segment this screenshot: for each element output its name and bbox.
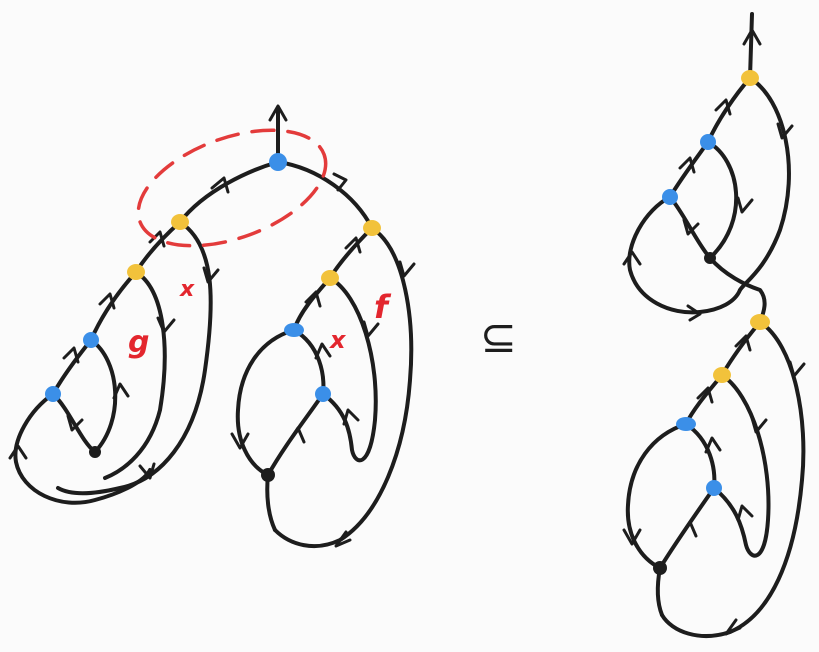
outer-x-loop: [56, 220, 213, 496]
lower-spine-1: [720, 320, 762, 377]
inner-loop-a: [89, 338, 118, 454]
blue-node-5: [315, 386, 331, 402]
upper-mid-loop: [706, 140, 739, 260]
arrow-inner-b: [66, 414, 84, 432]
arrow-top-arch-left: [210, 176, 230, 194]
subset-symbol: ⊆: [480, 312, 517, 363]
yellow-node-1: [171, 214, 189, 230]
lower-outer-arrow-bottom: [724, 618, 742, 636]
arrow-spine-2: [98, 292, 116, 310]
bottom-outer-loop: [13, 392, 152, 505]
lower-left-outer-arrow: [622, 528, 642, 546]
lower-mid-spine-arrow: [680, 520, 698, 538]
r-yellow-top: [741, 70, 759, 86]
left-diagram: g x x f: [8, 104, 416, 549]
arrow-g-loop: [156, 316, 176, 334]
upper-arrow-2: [678, 156, 696, 174]
blue-node-2: [83, 332, 99, 348]
mid-spine: [266, 392, 325, 477]
x-loop-mid: [321, 276, 378, 463]
yellow-node-3: [363, 220, 381, 236]
dashed-selection: [136, 128, 328, 248]
arrow-f-loop: [398, 260, 416, 278]
arrow-f-bottom: [334, 530, 352, 548]
blue-node-4: [284, 323, 304, 337]
lower-mid-arrow-2: [736, 504, 754, 522]
top-arch-left: [178, 160, 280, 224]
label-x-middle: x: [329, 326, 347, 354]
lower-left-outer: [625, 422, 688, 570]
r-yellow-2: [750, 314, 770, 330]
arrow-right-spine-1: [344, 236, 362, 254]
r-blue-1: [700, 134, 716, 150]
lower-mid-arrow: [750, 416, 768, 434]
r-blue-4: [706, 480, 722, 496]
label-f: f: [374, 288, 392, 326]
arrow-right-spine-2: [304, 290, 322, 308]
blue-node-3: [45, 386, 61, 402]
g-loop: [103, 270, 167, 480]
upper-outer-loop: [738, 76, 791, 292]
lower-left-inner-arrow: [704, 436, 722, 454]
arrow-bottom-right: [138, 462, 156, 480]
r-yellow-3: [713, 367, 731, 383]
black-node-right: [261, 468, 275, 482]
right-spine-1: [328, 226, 374, 280]
lower-mid-loop: [712, 373, 771, 558]
arrow-x-loop-mid-2: [342, 408, 360, 426]
top-arch-right: [276, 160, 374, 230]
arrow-spine-3: [62, 346, 80, 364]
lower-arrow-1: [734, 334, 752, 352]
inner-right-loop: [292, 328, 326, 396]
upper-arrow-1: [714, 98, 732, 116]
arrow-top-arch-right: [332, 172, 348, 192]
bottom-right-wire: [265, 473, 277, 532]
blue-node-top: [269, 153, 287, 171]
arrow-bottom-left: [8, 444, 28, 460]
arrow-inner-right-loop: [314, 342, 332, 360]
lower-outer-arrow: [788, 360, 806, 378]
right-top-output-wire: [748, 12, 754, 80]
lower-spine-2: [684, 373, 724, 426]
label-x-left: x: [179, 277, 195, 302]
f-loop: [273, 226, 414, 549]
r-black-upper: [704, 252, 716, 264]
upper-mid-arrow: [736, 196, 754, 214]
lower-bottom-wire: [655, 566, 664, 617]
upper-bottom-loop: [627, 195, 742, 315]
arrow-mid-spine: [288, 426, 306, 444]
arrow-inner-a: [112, 382, 130, 400]
lower-left-inner: [684, 422, 717, 490]
upper-bottom-arrow-left: [622, 250, 642, 266]
r-blue-2: [662, 189, 678, 205]
arrow-outer-right-loop: [230, 432, 250, 450]
yellow-node-4: [321, 270, 339, 286]
right-arrow-up: [742, 28, 762, 46]
right-spine-2: [292, 276, 332, 332]
inner-loop-b: [51, 392, 97, 454]
lower-outer-loop: [660, 320, 806, 638]
arrow-x-loop-mid: [362, 320, 380, 338]
upper-inner-loop: [668, 195, 712, 260]
upper-outer-arrow: [776, 122, 794, 140]
arrow-outer-x: [202, 266, 220, 284]
lower-arrow-2: [696, 386, 714, 404]
upper-spine-2: [668, 140, 710, 199]
black-node-left: [89, 446, 101, 458]
connector-wire: [708, 256, 767, 324]
right-diagram: [622, 12, 806, 638]
r-black-lower: [653, 561, 667, 575]
upper-inner-arrow: [682, 218, 700, 236]
label-g: g: [128, 325, 149, 360]
outer-right-loop: [235, 328, 296, 477]
r-blue-3: [676, 417, 696, 431]
arrow-up: [268, 104, 288, 122]
upper-bottom-arrow-right: [686, 304, 702, 322]
yellow-node-2: [127, 264, 145, 280]
